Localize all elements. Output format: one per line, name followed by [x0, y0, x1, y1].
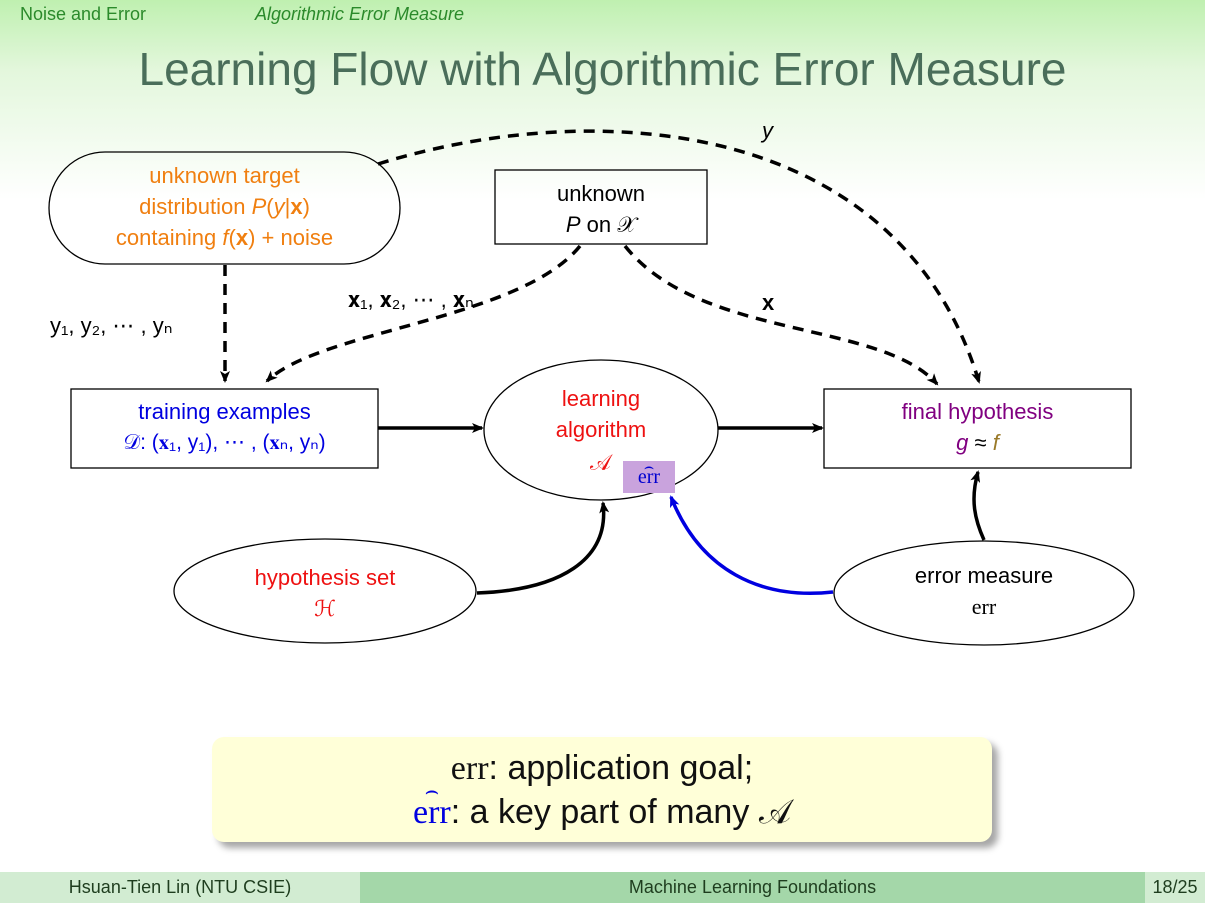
target-line2-bar: | — [284, 194, 291, 219]
error-measure-node — [833, 540, 1135, 646]
edge-label-y: y — [762, 118, 773, 143]
edge-error-to-errhat — [669, 495, 834, 595]
target-line3-rest: + noise — [261, 225, 334, 250]
learning-algorithm-node — [483, 359, 719, 501]
target-line3-close: ) — [248, 225, 256, 250]
final-hypothesis-node — [823, 388, 1132, 469]
final-line2: g ≈ f — [824, 427, 1131, 458]
training-line2: 𝒟: (𝐱₁, y₁), ⋯ , (𝐱ₙ, yₙ) — [123, 431, 326, 454]
target-line3-text: containing — [115, 225, 217, 250]
input-line2: P on 𝒳 — [495, 209, 707, 240]
target-line2-text: distribution — [139, 194, 246, 219]
input-on: on — [586, 212, 612, 237]
slide-title: Learning Flow with Algorithmic Error Mea… — [138, 43, 1067, 95]
callout-line2-text: : a key part of many — [450, 793, 750, 831]
target-line2-close: ) — [302, 194, 310, 219]
footer-bar: Hsuan-Tien Lin (NTU CSIE) Machine Learni… — [0, 872, 1205, 903]
input-distribution-text: unknown P on 𝒳 — [495, 178, 707, 240]
callout-err-hat-text: err — [413, 794, 451, 831]
final-f: f — [992, 430, 999, 455]
edge-target-to-final — [377, 129, 981, 384]
callout-line1: err: application goal; — [212, 749, 992, 788]
hypothesis-set-node — [173, 538, 477, 644]
target-line3-f: f — [222, 225, 229, 250]
target-line2-open: ( — [266, 194, 274, 219]
edge-label-ys: y₁, y₂, ⋯ , yₙ — [50, 313, 173, 338]
input-P: P — [565, 212, 581, 237]
final-line1: final hypothesis — [901, 399, 1054, 424]
callout-A: 𝒜 — [758, 793, 791, 831]
input-distribution-node — [494, 169, 708, 245]
algorithm-A-symbol: 𝒜 — [590, 450, 611, 475]
edge-label-x: x — [762, 290, 775, 315]
final-approx: ≈ — [974, 430, 987, 455]
input-line1: unknown — [556, 181, 646, 206]
error-err: err — [971, 594, 997, 619]
final-g: g — [956, 430, 969, 455]
hypothesis-set-text: hypothesis set ℋ — [174, 562, 476, 624]
err-hat-text: err — [637, 466, 661, 488]
learning-algorithm-text: learning algorithm — [484, 383, 718, 445]
target-distribution-text: unknown target distribution P(y|x) conta… — [49, 160, 400, 253]
header-subsection: Algorithmic Error Measure — [255, 4, 465, 24]
edge-hypothesis-to-algorithm — [476, 501, 610, 595]
callout-err-hat-accent: ⌢ — [424, 778, 440, 803]
target-line3: containing f(x) + noise — [49, 222, 400, 253]
header-section: Noise and Error — [20, 4, 147, 24]
target-line2-x: x — [290, 194, 303, 219]
footer-author: Hsuan-Tien Lin (NTU CSIE) — [0, 872, 360, 903]
callout-box: err: application goal; ⌢err: a key part … — [212, 737, 992, 842]
edge-label-xs: 𝐱₁, 𝐱₂, ⋯ , 𝐱ₙ — [348, 287, 474, 312]
err-hat-accent: ⌢ — [643, 459, 655, 476]
target-line2: distribution P(y|x) — [49, 191, 400, 222]
callout-line2: ⌢err: a key part of many 𝒜 — [212, 778, 992, 832]
training-examples-text: training examples 𝒟: (𝐱₁, y₁), ⋯ , (𝐱ₙ, … — [71, 396, 378, 458]
edge-error-to-final — [970, 470, 986, 541]
target-line2-y: y — [273, 194, 285, 219]
hypothesis-line1: hypothesis set — [254, 565, 396, 590]
edge-input-to-training — [265, 244, 582, 383]
footer-course: Machine Learning Foundations — [360, 872, 1145, 903]
hypothesis-H: ℋ — [314, 596, 336, 621]
target-line3-x: x — [235, 225, 249, 250]
target-line1: unknown target — [149, 163, 300, 188]
target-line2-P: P — [251, 194, 267, 219]
algorithm-line1: learning — [561, 386, 641, 411]
footer-page: 18/25 — [1145, 872, 1205, 903]
error-measure-text: error measure err — [834, 560, 1134, 622]
callout-err: err — [450, 750, 489, 787]
input-X: 𝒳 — [617, 212, 637, 237]
callout-line1-text: : application goal; — [488, 749, 754, 787]
final-hypothesis-text: final hypothesis g ≈ f — [824, 396, 1131, 458]
algorithm-err-hat-badge: ⌢ err — [623, 459, 675, 493]
callout-err-hat: ⌢err — [413, 778, 451, 831]
algorithm-line2: algorithm — [555, 417, 647, 442]
edge-input-to-final — [623, 244, 939, 386]
error-line1: error measure — [914, 563, 1054, 588]
training-line1: training examples — [138, 399, 311, 424]
target-distribution-node — [48, 151, 401, 265]
target-line3-open: ( — [228, 225, 236, 250]
